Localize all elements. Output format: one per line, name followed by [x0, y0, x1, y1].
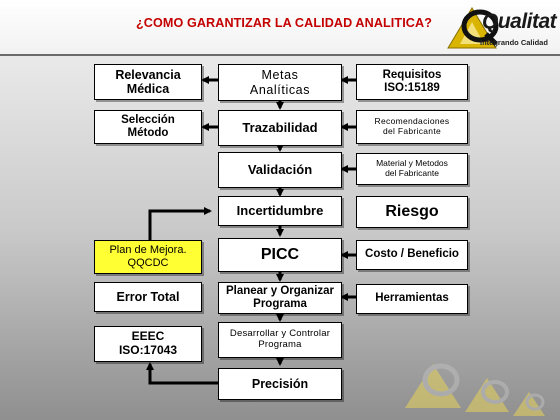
box-incertidumbre: Incertidumbre	[218, 196, 342, 226]
box-requisitos-iso15189: Requisitos ISO:15189	[356, 64, 468, 100]
box-desarrollar-controlar-programa: Desarrollar y Controlar Programa	[218, 322, 342, 358]
box-precision: Precisión	[218, 368, 342, 400]
watermark-logo-icon	[405, 363, 545, 416]
qualitat-logo-icon	[447, 7, 499, 49]
box-eeec-iso17043: EEEC ISO:17043	[94, 326, 202, 362]
box-riesgo: Riesgo	[356, 196, 468, 228]
box-planear-organizar-programa: Planear y Organizar Programa	[218, 282, 342, 314]
box-relevancia-medica: Relevancia Médica	[94, 64, 202, 100]
box-trazabilidad: Trazabilidad	[218, 110, 342, 146]
box-recomendaciones-fabricante: Recomendaciones del Fabricante	[356, 110, 468, 144]
arrow-plan-to-incertidumbre	[148, 207, 212, 240]
arrow-precision-to-eeec	[146, 362, 218, 385]
box-seleccion-metodo: Selección Método	[94, 110, 202, 144]
box-plan-de-mejora: Plan de Mejora. QQCDC	[94, 240, 202, 274]
box-validacion: Validación	[218, 152, 342, 188]
box-herramientas: Herramientas	[356, 284, 468, 314]
box-error-total: Error Total	[94, 282, 202, 312]
box-metas-analiticas: Metas Analíticas	[218, 64, 342, 101]
slide-title: ¿COMO GARANTIZAR LA CALIDAD ANALITICA?	[136, 16, 432, 30]
logo-name: Qualitat	[482, 10, 557, 33]
box-picc: PICC	[218, 238, 342, 272]
logo-tagline: Integrando Calidad	[480, 38, 548, 47]
box-material-metodos-fabricante: Material y Metodos del Fabricante	[356, 153, 468, 185]
box-costo-beneficio: Costo / Beneficio	[356, 240, 468, 270]
